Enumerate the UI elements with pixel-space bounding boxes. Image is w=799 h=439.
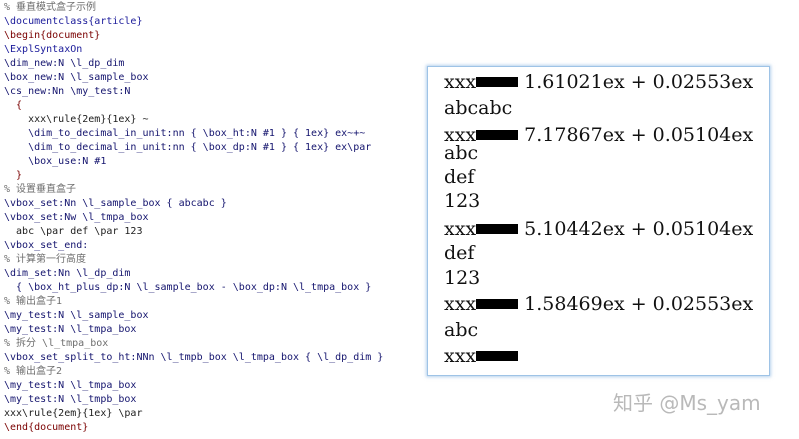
black-rule — [476, 351, 519, 361]
code-line[interactable]: % 拆分 \l_tmpa_box — [4, 338, 109, 349]
code-line[interactable]: % 输出盒子1 — [4, 296, 63, 307]
code-line[interactable]: \dim_set:Nn \l_dp_dim — [4, 268, 131, 279]
code-line[interactable]: \cs_new:Nn \my_test:N — [4, 86, 131, 97]
output-line: xxx 1.58469ex + 0.02553ex — [444, 291, 753, 317]
output-text: def — [444, 166, 475, 188]
output-line: xxx 7.17867ex + 0.05104ex — [444, 122, 753, 148]
output-line: xxx 5.10442ex + 0.05104ex — [444, 216, 753, 242]
code-line[interactable]: xxx\rule{2em}{1ex} ~ — [4, 114, 149, 125]
code-line[interactable]: % 垂直模式盒子示例 — [4, 2, 97, 13]
code-line[interactable]: \vbox_set:Nw \l_tmpa_box — [4, 212, 149, 223]
code-line[interactable]: xxx\rule{2em}{1ex} \par — [4, 408, 143, 419]
code-line[interactable]: % 设置垂直盒子 — [4, 184, 77, 195]
code-line[interactable]: \ExplSyntaxOn — [4, 44, 83, 55]
black-rule — [476, 224, 519, 234]
code-line[interactable]: \vbox_set_split_to_ht:NNn \l_tmpb_box \l… — [4, 352, 384, 363]
code-line[interactable]: \documentclass{article} — [4, 16, 143, 27]
output-text: 1.61021ex + 0.02553ex — [524, 71, 754, 93]
code-line[interactable]: % 输出盒子2 — [4, 366, 63, 377]
code-line[interactable]: \my_test:N \l_sample_box — [4, 310, 149, 321]
output-line: 123 — [444, 188, 480, 214]
black-rule — [476, 130, 519, 140]
output-prefix: xxx — [444, 124, 477, 146]
output-line: 123 — [444, 265, 480, 291]
output-text: 5.10442ex + 0.05104ex — [524, 218, 754, 240]
output-line: abc — [444, 317, 478, 343]
code-line[interactable]: { \box_ht_plus_dp:N \l_sample_box - \box… — [4, 282, 372, 293]
code-line[interactable]: } — [4, 170, 23, 181]
code-line[interactable]: \vbox_set:Nn \l_sample_box { abcabc } — [4, 198, 227, 209]
code-line[interactable]: \vbox_set_end: — [4, 240, 89, 251]
output-text: abc — [444, 319, 479, 341]
output-text: 123 — [444, 190, 481, 212]
output-text: 7.17867ex + 0.05104ex — [524, 124, 754, 146]
output-text: def — [444, 242, 475, 264]
output-prefix: xxx — [444, 218, 477, 240]
code-line[interactable]: \my_test:N \l_tmpb_box — [4, 394, 137, 405]
code-line[interactable]: % 计算第一行高度 — [4, 254, 87, 265]
code-line[interactable]: abc \par def \par 123 — [4, 226, 143, 237]
output-line: xxx — [444, 343, 524, 369]
output-line: abcabc — [444, 95, 512, 121]
code-line[interactable]: \dim_to_decimal_in_unit:nn { \box_dp:N #… — [4, 142, 372, 153]
code-line[interactable]: \end{document} — [4, 422, 89, 433]
zhihu-watermark: 知乎 @Ms_yam — [613, 391, 761, 415]
output-text: abc — [444, 142, 479, 164]
code-line[interactable]: \my_test:N \l_tmpa_box — [4, 324, 137, 335]
code-line[interactable]: \my_test:N \l_tmpa_box — [4, 380, 137, 391]
code-line[interactable]: { — [4, 100, 23, 111]
output-prefix: xxx — [444, 345, 477, 367]
code-editor[interactable]: % 垂直模式盒子示例 \documentclass{article} \begin{… — [0, 0, 420, 439]
output-line: def — [444, 164, 474, 190]
code-line[interactable]: \box_new:N \l_sample_box — [4, 72, 149, 83]
code-line[interactable]: \dim_to_decimal_in_unit:nn { \box_ht:N #… — [4, 128, 366, 139]
output-line: xxx 1.61021ex + 0.02553ex — [444, 69, 753, 95]
code-line[interactable]: \begin{document} — [4, 30, 101, 41]
output-prefix: xxx — [444, 71, 477, 93]
code-line[interactable]: \box_use:N #1 — [4, 156, 107, 167]
code-line[interactable]: \dim_new:N \l_dp_dim — [4, 58, 125, 69]
output-line: abc — [444, 140, 478, 166]
output-text: 123 — [444, 267, 481, 289]
black-rule — [476, 77, 519, 87]
output-prefix: xxx — [444, 293, 477, 315]
output-text: 1.58469ex + 0.02553ex — [524, 293, 754, 315]
output-text: abcabc — [444, 97, 513, 119]
output-line: def — [444, 240, 474, 266]
black-rule — [476, 299, 519, 309]
